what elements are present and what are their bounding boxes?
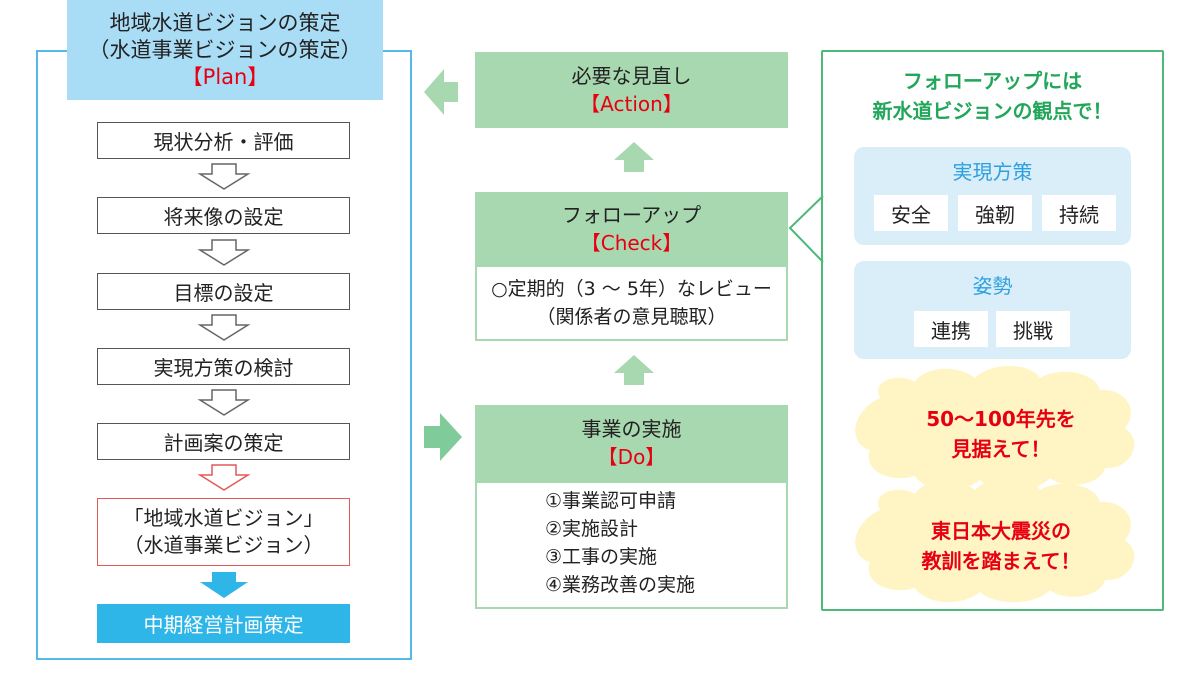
down-arrow-icon (197, 239, 251, 266)
action-tag: 【Action】 (580, 92, 683, 116)
check-title: フォローアップ (561, 202, 702, 227)
plan-step-4: 実現方策の検討 (97, 348, 350, 385)
cloud-1: 50～100年先を 見据えて！ (870, 398, 1132, 470)
check-body-line2: （関係者の意見聴取） (536, 306, 727, 328)
measures-title: 実現方策 (952, 159, 1033, 184)
plan-step-1: 現状分析・評価 (97, 122, 350, 159)
up-arrow-icon (614, 355, 654, 385)
check-tag: 【Check】 (580, 230, 683, 255)
check-body-line1: ○定期的（3 ～ 5年）なレビュー (491, 278, 772, 300)
plan-title-line1: 地域水道ビジョンの策定 (109, 10, 341, 35)
stance-title: 姿勢 (972, 273, 1013, 298)
callout-pointer (790, 196, 823, 262)
followup-title-line1: フォローアップには (902, 69, 1083, 93)
right-arrow-icon (424, 413, 462, 461)
down-arrow-icon (197, 314, 251, 341)
plan-final-vision: 「地域水道ビジョン」 （水道事業ビジョン） (97, 498, 350, 566)
plan-final-line2: （水道事業ビジョン） (123, 533, 324, 557)
down-arrow-red-icon (197, 464, 251, 491)
plan-step-5: 計画案の策定 (97, 423, 350, 460)
do-item-3: ③工事の実施 (545, 546, 658, 568)
stance-box: 姿勢 連携 挑戦 (854, 261, 1131, 359)
measure-chip-safety: 安全 (874, 195, 948, 231)
cloud-2-line1: 東日本大震災の (931, 519, 1071, 543)
check-box-body: ○定期的（3 ～ 5年）なレビュー （関係者の意見聴取） (475, 265, 788, 341)
cloud-2-line2: 教訓を踏まえて！ (921, 549, 1081, 573)
cloud-1-line1: 50～100年先を (926, 407, 1076, 431)
plan-title-line2: （水道事業ビジョンの策定） (88, 37, 362, 62)
do-box-body: ①事業認可申請 ②実施設計 ③工事の実施 ④業務改善の実施 (475, 481, 788, 609)
cloud-1-line2: 見据えて！ (951, 437, 1051, 461)
down-arrow-icon (197, 389, 251, 416)
followup-title: フォローアップには 新水道ビジョンの観点で！ (823, 65, 1162, 127)
action-title: 必要な見直し (571, 64, 692, 88)
down-arrow-icon (197, 163, 251, 190)
do-item-1: ①事業認可申請 (545, 490, 677, 512)
stance-chip-challenge: 挑戦 (996, 311, 1070, 347)
plan-header: 地域水道ビジョンの策定 （水道事業ビジョンの策定） 【Plan】 (67, 0, 383, 100)
do-box-header: 事業の実施 【Do】 (475, 405, 788, 481)
measure-chip-sustainability: 持続 (1042, 195, 1116, 231)
measures-box: 実現方策 安全 強靭 持続 (854, 147, 1131, 245)
down-arrow-blue-icon (200, 572, 248, 598)
plan-final-line1: 「地域水道ビジョン」 (123, 506, 324, 530)
do-tag: 【Do】 (597, 445, 666, 469)
cloud-shape (855, 478, 1135, 603)
action-box: 必要な見直し 【Action】 (475, 52, 788, 128)
callout-pointer-outline (788, 195, 824, 263)
followup-panel-frame (821, 50, 1164, 611)
mid-term-plan-box: 中期経営計画策定 (97, 604, 350, 643)
stance-chip-collaboration: 連携 (914, 311, 988, 347)
followup-title-line2: 新水道ビジョンの観点で！ (872, 99, 1113, 123)
cloud-2: 東日本大震災の 教訓を踏まえて！ (870, 510, 1132, 582)
plan-tag: 【Plan】 (181, 64, 269, 89)
up-arrow-icon (614, 142, 654, 172)
do-item-2: ②実施設計 (545, 518, 639, 540)
check-box-header: フォローアップ 【Check】 (475, 192, 788, 265)
do-title: 事業の実施 (581, 417, 682, 441)
left-arrow-icon (424, 69, 458, 115)
do-item-4: ④業務改善の実施 (545, 574, 696, 596)
cloud-shape (855, 366, 1135, 491)
plan-step-2: 将来像の設定 (97, 197, 350, 234)
plan-step-3: 目標の設定 (97, 273, 350, 310)
measure-chip-resilience: 強靭 (958, 195, 1032, 231)
